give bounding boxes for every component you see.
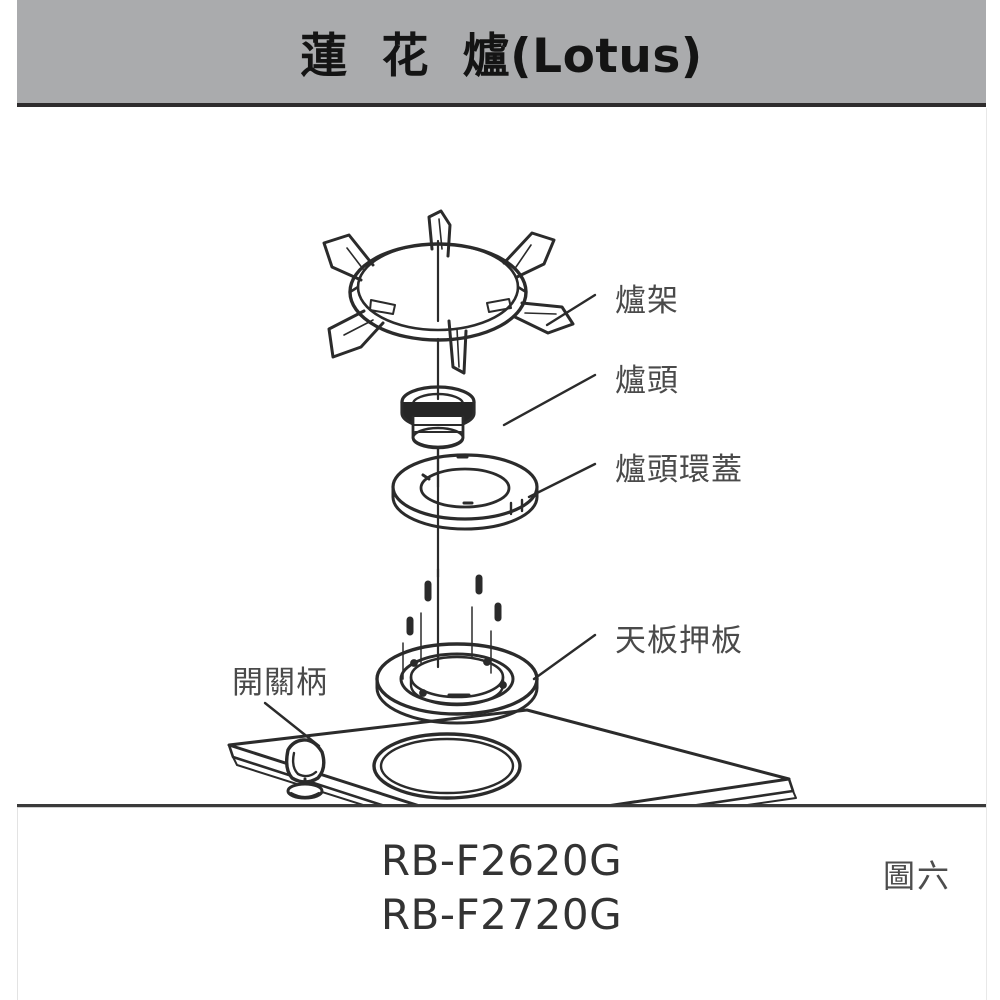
header-band [17, 0, 986, 103]
callout-label-burner-cap-ring: 爐頭環蓋 [615, 452, 743, 488]
fixing-screws-group [402, 574, 502, 680]
cap-ring-inner-top [419, 467, 511, 509]
callout-label-burner-grate: 爐架 [615, 283, 679, 319]
top-plate-press-plate-part [375, 642, 539, 725]
cooktop-burner-hole-outer [372, 732, 522, 800]
model-number: RB-F2720G [380, 890, 623, 939]
leader-line-plate [532, 633, 597, 681]
burner-head-base-ellipse [411, 426, 465, 450]
model-number-list: RB-F2620G RB-F2720G [17, 834, 986, 942]
grate-arm-upper-right [502, 231, 556, 279]
burner-grate-part [322, 209, 575, 375]
grate-ring-wall-left [348, 285, 360, 294]
model-number: RB-F2620G [380, 836, 623, 885]
figure-caption: 圖六 [883, 857, 952, 895]
section-divider-shadow [17, 807, 986, 808]
exploded-diagram: 爐架 爐頭 爐頭環蓋 天板押板 開關柄 圖六 [17, 107, 986, 895]
callout-label-control-knob: 開關柄 [232, 665, 328, 701]
burner-head-part [400, 385, 476, 450]
press-plate-tab-4 [419, 689, 427, 697]
cap-ring-notch [509, 498, 524, 516]
grate-inner-tab-left [369, 299, 396, 315]
cap-ring-outer-top [391, 453, 539, 521]
grate-arm-top [427, 209, 452, 258]
grate-arm-upper-left-inner [346, 247, 364, 270]
knob-base-shade [289, 791, 321, 799]
grate-arm-upper-left [322, 233, 375, 282]
grate-arm-lower-left [327, 309, 385, 359]
grate-arm-right [513, 301, 575, 335]
grate-ring-wall-right [516, 285, 528, 294]
leader-line-knob [263, 701, 321, 748]
callout-label-top-plate-press-plate: 天板押板 [615, 623, 743, 659]
press-plate-outer-side [375, 677, 539, 725]
page-title: 蓮 花 爐(Lotus) [300, 29, 703, 84]
callout-label-burner-head: 爐頭 [615, 363, 679, 399]
burner-cap-ring-part [391, 453, 539, 531]
grate-arm-lower-left-inner [343, 319, 374, 336]
grate-arm-top-inner [438, 218, 443, 250]
page-frame-right-border [986, 108, 987, 1000]
leader-line-capring [527, 462, 597, 499]
cooktop-edge-right-inner [740, 790, 797, 805]
callout-leader-lines [263, 293, 597, 748]
cap-ring-tab-left [421, 473, 431, 481]
press-plate-tab-2 [483, 658, 491, 666]
cooktop-body-part [227, 708, 797, 805]
cap-ring-outer-side [391, 485, 539, 531]
grate-arm-upper-right-inner [515, 244, 532, 268]
grate-arm-right-inner [524, 312, 557, 315]
control-knob-part [284, 738, 326, 800]
leader-line-head [502, 373, 597, 427]
grate-arm-bottom [447, 319, 468, 375]
knob-pointer-facet [291, 751, 318, 778]
grate-inner-tab-right [486, 298, 512, 313]
section-divider [17, 804, 986, 807]
cooktop-burner-hole-inner [379, 737, 515, 795]
header-band-underline [17, 103, 986, 107]
grate-arm-bottom-inner [456, 328, 460, 368]
cooktop-edge-front [227, 743, 387, 805]
leader-line-grate [545, 293, 597, 327]
exploded-diagram-drawing [227, 209, 797, 805]
press-plate-tab-1 [410, 659, 418, 667]
press-plate-inner-side [409, 675, 505, 707]
press-plate-tab-3 [499, 681, 507, 689]
